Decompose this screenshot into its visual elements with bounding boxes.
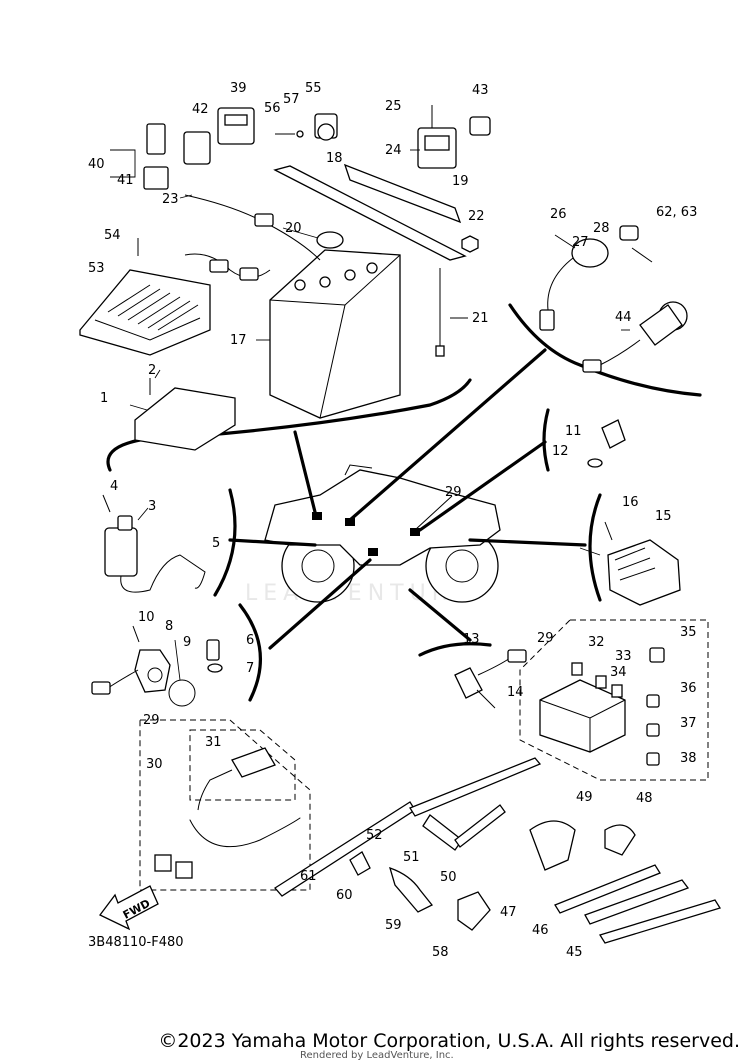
- callout-58: 58: [432, 945, 449, 960]
- callout-labels: 1 2 3 4 5 6 7 8 9 10 11 12 13 14 15 16 1…: [88, 81, 697, 960]
- callout-7: 7: [246, 661, 254, 676]
- parts-diagram: LEADVENTURE: [79, 81, 722, 960]
- callout-30: 30: [146, 757, 163, 772]
- callout-46: 46: [532, 923, 549, 938]
- callout-29-harness: 29: [143, 713, 160, 728]
- callout-15: 15: [655, 509, 672, 524]
- callout-43: 43: [472, 83, 489, 98]
- callout-61: 61: [300, 869, 317, 884]
- callout-2: 2: [148, 363, 156, 378]
- right-parts: [587, 419, 681, 606]
- callout-32: 32: [588, 635, 605, 650]
- callout-10: 10: [138, 610, 155, 625]
- callout-59: 59: [385, 918, 402, 933]
- callout-34: 34: [610, 665, 627, 680]
- callout-25: 25: [385, 99, 402, 114]
- fuse-box-group: [519, 619, 709, 781]
- callout-24: 24: [385, 143, 402, 158]
- clamps-and-ties: [274, 757, 722, 944]
- callout-4: 4: [110, 479, 118, 494]
- callout-31: 31: [205, 735, 222, 750]
- callout-60: 60: [336, 888, 353, 903]
- leader-lines: [129, 149, 630, 681]
- speed-sensor-group: [454, 649, 527, 709]
- callout-23: 23: [162, 192, 179, 207]
- callout-29-fusebox: 29: [537, 631, 554, 646]
- callout-1: 1: [100, 391, 108, 406]
- sensor-group: [91, 625, 223, 707]
- callout-17: 17: [230, 333, 247, 348]
- callout-48: 48: [636, 791, 653, 806]
- fwd-arrow: FWD: [99, 885, 159, 931]
- callout-11: 11: [565, 424, 582, 439]
- callout-3: 3: [148, 499, 156, 514]
- atv-silhouette: [264, 464, 501, 603]
- callout-26: 26: [550, 207, 567, 222]
- callout-51: 51: [403, 850, 420, 865]
- callout-9: 9: [183, 635, 191, 650]
- callout-49: 49: [576, 790, 593, 805]
- callout-45: 45: [566, 945, 583, 960]
- callout-5: 5: [212, 536, 220, 551]
- top-right-outline: [508, 303, 702, 397]
- rendered-by-note: Rendered by LeadVenture, Inc.: [300, 1050, 454, 1061]
- callout-29-center: 29: [445, 485, 462, 500]
- callout-41: 41: [117, 173, 134, 188]
- callout-35: 35: [680, 625, 697, 640]
- callout-52: 52: [366, 828, 383, 843]
- callout-39: 39: [230, 81, 247, 96]
- callout-62-63: 62, 63: [656, 205, 697, 220]
- pointer-lines: [213, 348, 602, 702]
- callout-56: 56: [264, 101, 281, 116]
- callout-50: 50: [440, 870, 457, 885]
- callout-47: 47: [500, 905, 517, 920]
- callout-38: 38: [680, 751, 697, 766]
- diagram-code: 3B48110-F480: [88, 935, 184, 950]
- callout-18: 18: [326, 151, 343, 166]
- callout-40: 40: [88, 157, 105, 172]
- top-group-outline: [106, 378, 472, 472]
- callout-20: 20: [285, 221, 302, 236]
- callout-21: 21: [472, 311, 489, 326]
- watermark-text: LEADVENTURE: [245, 581, 473, 606]
- callout-12: 12: [552, 444, 569, 459]
- callout-57: 57: [283, 92, 300, 107]
- callout-55: 55: [305, 81, 322, 96]
- callout-33: 33: [615, 649, 632, 664]
- callout-13: 13: [463, 632, 480, 647]
- ignition-coil-group: [102, 494, 206, 593]
- harness-group: FWD: [99, 719, 311, 931]
- callout-22: 22: [468, 209, 485, 224]
- callout-27: 27: [572, 235, 589, 250]
- top-group: [79, 105, 702, 472]
- callout-54: 54: [104, 228, 121, 243]
- callout-28: 28: [593, 221, 610, 236]
- callout-6: 6: [246, 633, 254, 648]
- callout-16: 16: [622, 495, 639, 510]
- callout-42: 42: [192, 102, 209, 117]
- callout-36: 36: [680, 681, 697, 696]
- callout-37: 37: [680, 716, 697, 731]
- callout-14: 14: [507, 685, 524, 700]
- callout-53: 53: [88, 261, 105, 276]
- copyright-notice: ©2023 Yamaha Motor Corporation, U.S.A. A…: [158, 1030, 740, 1052]
- callout-44: 44: [615, 310, 632, 325]
- callout-8: 8: [165, 619, 173, 634]
- callout-19: 19: [452, 174, 469, 189]
